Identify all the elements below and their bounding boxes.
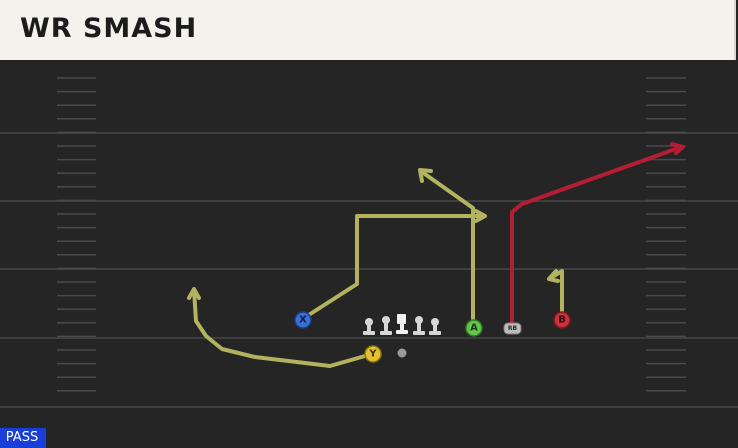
play-title: WR SMASH [20,13,198,44]
lineman-lg [380,316,392,335]
player-x[interactable]: X [294,311,312,329]
player-x-label: X [299,315,307,326]
player-y[interactable]: Y [364,345,382,363]
play-type-badge: PASS [0,428,46,448]
qb-marker [397,348,407,358]
route-a-arrowhead [418,168,433,183]
lineman-center [396,314,408,334]
hash-marks-right [646,77,686,392]
player-b[interactable]: B [553,311,571,329]
route-rb [510,145,683,327]
player-y-label: Y [368,349,377,360]
lineman-rt [429,318,441,335]
route-a [420,170,475,329]
lineman-rg [413,316,425,335]
player-a-label: A [470,323,478,334]
route-b-arrowhead [547,269,560,283]
route-rb-arrowhead [670,142,685,155]
route-y-arrowhead [187,287,201,300]
offensive-line [363,314,441,335]
routes [187,142,685,368]
player-rb-label: RB [508,325,518,332]
yard-lines [0,132,738,408]
player-b-label: B [558,315,566,326]
lineman-lt [363,318,375,335]
route-x [302,214,484,320]
route-y [192,288,374,368]
player-a[interactable]: A [465,319,483,337]
route-x-arrowhead [474,209,487,223]
play-header: WR SMASH [0,0,736,60]
hash-marks-left [57,77,96,392]
player-rb[interactable]: RB [503,322,522,335]
